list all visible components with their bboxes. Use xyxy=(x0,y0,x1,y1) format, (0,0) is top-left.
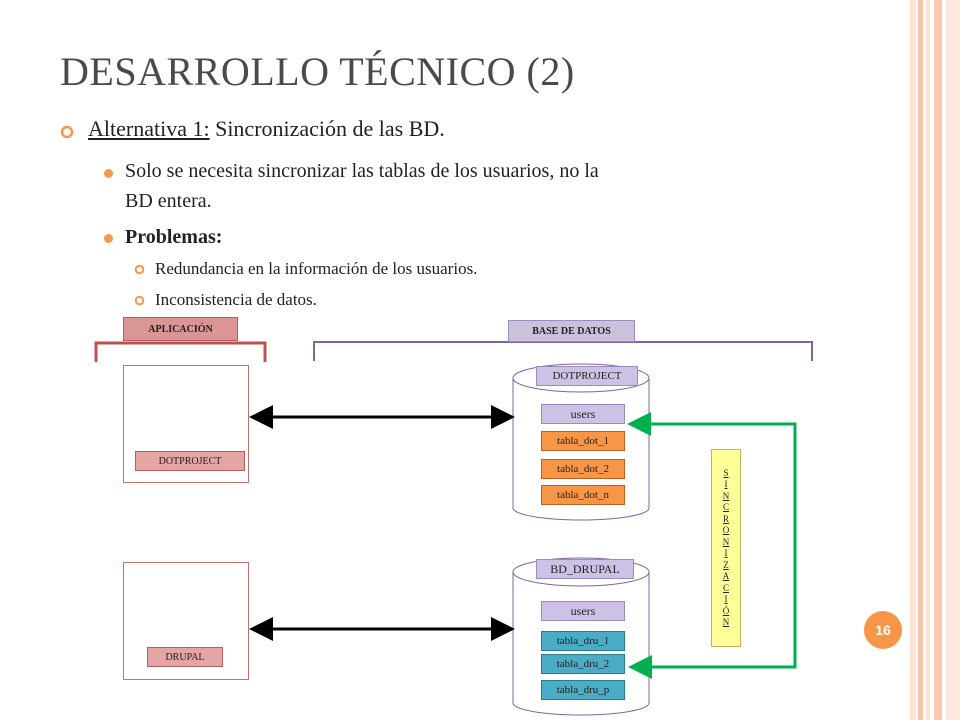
point-sync-tables: Solo se necesita sincronizar las tablas … xyxy=(125,156,599,216)
slide-title: DESARROLLO TÉCNICO (2) xyxy=(60,49,575,94)
app-label-dotproject: DOTPROJECT xyxy=(135,451,245,471)
right-border-stripes xyxy=(910,0,960,720)
db-table: tabla_dot_1 xyxy=(541,431,625,451)
alternative-heading: Alternativa 1: Sincronización de las BD. xyxy=(88,116,445,142)
db-table: tabla_dot_n xyxy=(541,485,625,505)
db-bracket xyxy=(313,341,813,361)
users-table: users xyxy=(541,404,625,424)
app-bracket xyxy=(94,341,267,362)
point-line-2: BD entera. xyxy=(125,190,212,212)
page-number-badge: 16 xyxy=(864,611,902,649)
problems-label: Problemas: xyxy=(125,226,223,248)
sync-arrow xyxy=(627,412,797,669)
app-label-drupal: DRUPAL xyxy=(147,647,223,667)
sync-label: S I N C R O N I Z A C I Ó N xyxy=(711,449,741,647)
point-line-1: Solo se necesita sincronizar las tablas … xyxy=(125,160,599,182)
alternative-text: Sincronización de las BD. xyxy=(209,116,445,141)
alternative-label: Alternativa 1: xyxy=(88,116,210,141)
dot-bullet-icon xyxy=(104,234,113,243)
db-table: tabla_dot_2 xyxy=(541,459,625,479)
ring-bullet-icon xyxy=(134,295,145,306)
db-table: tabla_dru_1 xyxy=(541,631,625,651)
problem-item: Inconsistencia de datos. xyxy=(155,290,317,309)
users-table: users xyxy=(541,601,625,621)
db-name-dotproject: DOTPROJECT xyxy=(536,366,638,386)
ring-bullet-icon xyxy=(60,125,74,139)
dot-bullet-icon xyxy=(104,169,113,178)
db-header: BASE DE DATOS xyxy=(508,320,635,342)
app-header: APLICACIÓN xyxy=(123,317,238,341)
db-table: tabla_dru_p xyxy=(541,680,625,700)
db-name-drupal: BD_DRUPAL xyxy=(536,559,634,579)
ring-bullet-icon xyxy=(134,264,145,275)
db-table: tabla_dru_2 xyxy=(541,654,625,674)
problem-item: Redundancia en la información de los usu… xyxy=(155,259,478,278)
